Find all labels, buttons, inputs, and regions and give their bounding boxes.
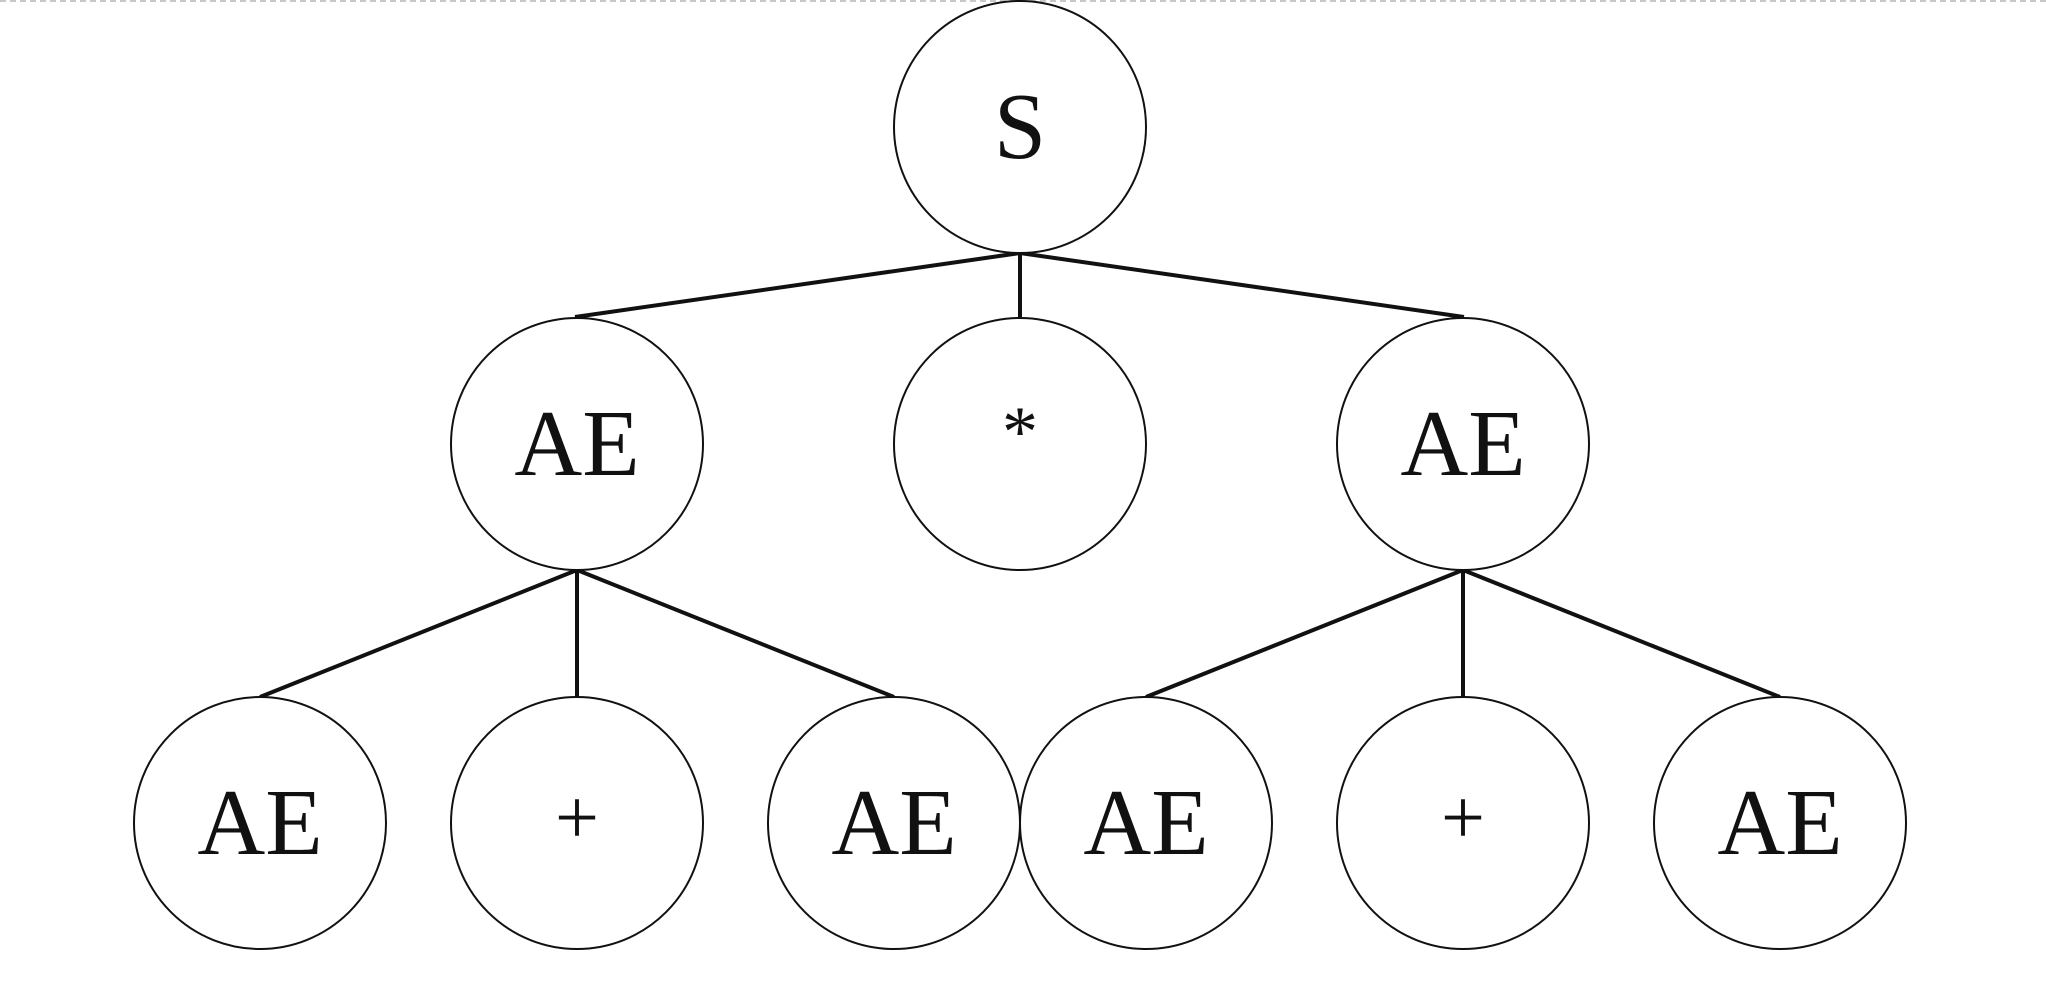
node-circle: [893, 317, 1147, 571]
node-ae-rl: AE: [1019, 696, 1273, 950]
node-label: AE: [831, 771, 956, 875]
node-ae-right: AE: [1336, 317, 1590, 571]
edge-s-ae2: [1019, 251, 1465, 319]
node-circle: [133, 696, 387, 950]
node-label: AE: [1400, 392, 1525, 496]
node-ae-lr: AE: [767, 696, 1021, 950]
node-label: *: [1002, 392, 1038, 472]
edge-ae2-ae6: [1462, 568, 1781, 699]
node-label: +: [1441, 774, 1485, 861]
node-ae-ll: AE: [133, 696, 387, 950]
node-label: +: [555, 774, 599, 861]
edge-ae1-ae4: [576, 568, 895, 699]
node-plus-right: +: [1336, 696, 1590, 950]
node-ae-rr: AE: [1653, 696, 1907, 950]
node-circle: [450, 317, 704, 571]
edge-ae1-ae3: [259, 568, 578, 699]
node-s: S: [893, 0, 1147, 254]
node-label: AE: [1717, 771, 1842, 875]
node-star: *: [893, 317, 1147, 571]
node-circle: [1653, 696, 1907, 950]
node-circle: [1336, 696, 1590, 950]
edge-s-ae1: [574, 251, 1021, 319]
tree-edges: [259, 251, 1781, 699]
node-circle: [893, 0, 1147, 254]
node-ae-left: AE: [450, 317, 704, 571]
node-plus-left: +: [450, 696, 704, 950]
node-circle: [450, 696, 704, 950]
node-circle: [1019, 696, 1273, 950]
node-label: AE: [197, 771, 322, 875]
edge-ae2-ae5: [1145, 568, 1464, 699]
node-label: AE: [514, 392, 639, 496]
node-label: AE: [1083, 771, 1208, 875]
node-circle: [1336, 317, 1590, 571]
node-label: S: [994, 75, 1046, 179]
